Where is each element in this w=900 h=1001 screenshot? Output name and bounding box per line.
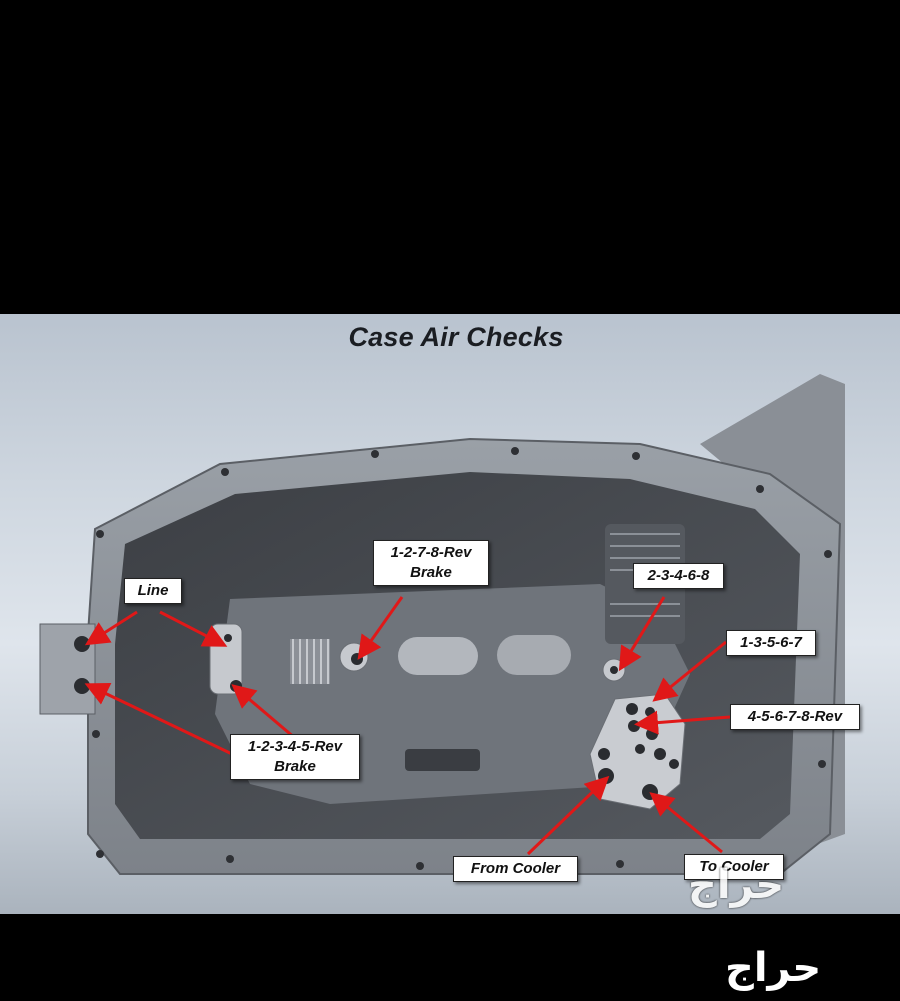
label-1-3-5-6-7: 1-3-5-6-7: [726, 630, 816, 656]
label-1-2-7-8-rev-brake: 1-2-7-8-Rev Brake: [373, 540, 489, 586]
label-from-cooler: From Cooler: [453, 856, 578, 882]
side-plate: [39, 623, 96, 715]
label-1-2-3-4-5-rev-brake: 1-2-3-4-5-Rev Brake: [230, 734, 360, 780]
bore-left: [398, 637, 478, 675]
label-line: Line: [124, 578, 182, 604]
top-black-band: [0, 0, 900, 314]
label-2-3-4-6-8: 2-3-4-6-8: [633, 563, 724, 589]
transmission-case-photo: Case Air Checks Line 1-2-7-8-Rev Brake 2…: [0, 314, 900, 914]
watermark-logo-bottom: حراج: [725, 945, 822, 991]
flange-bolt-holes: [92, 447, 832, 870]
transmission-case-drawing: [39, 374, 845, 875]
spring-coils: [292, 639, 329, 684]
bore-right: [497, 635, 571, 675]
label-4-5-6-7-8-rev: 4-5-6-7-8-Rev: [730, 704, 860, 730]
watermark-logo: حراج: [688, 862, 785, 908]
label-to-cooler: To Cooler: [684, 854, 784, 880]
spring-pack: [290, 639, 330, 684]
bottom-black-band: [0, 914, 900, 1001]
diagram-title: Case Air Checks: [348, 322, 564, 352]
